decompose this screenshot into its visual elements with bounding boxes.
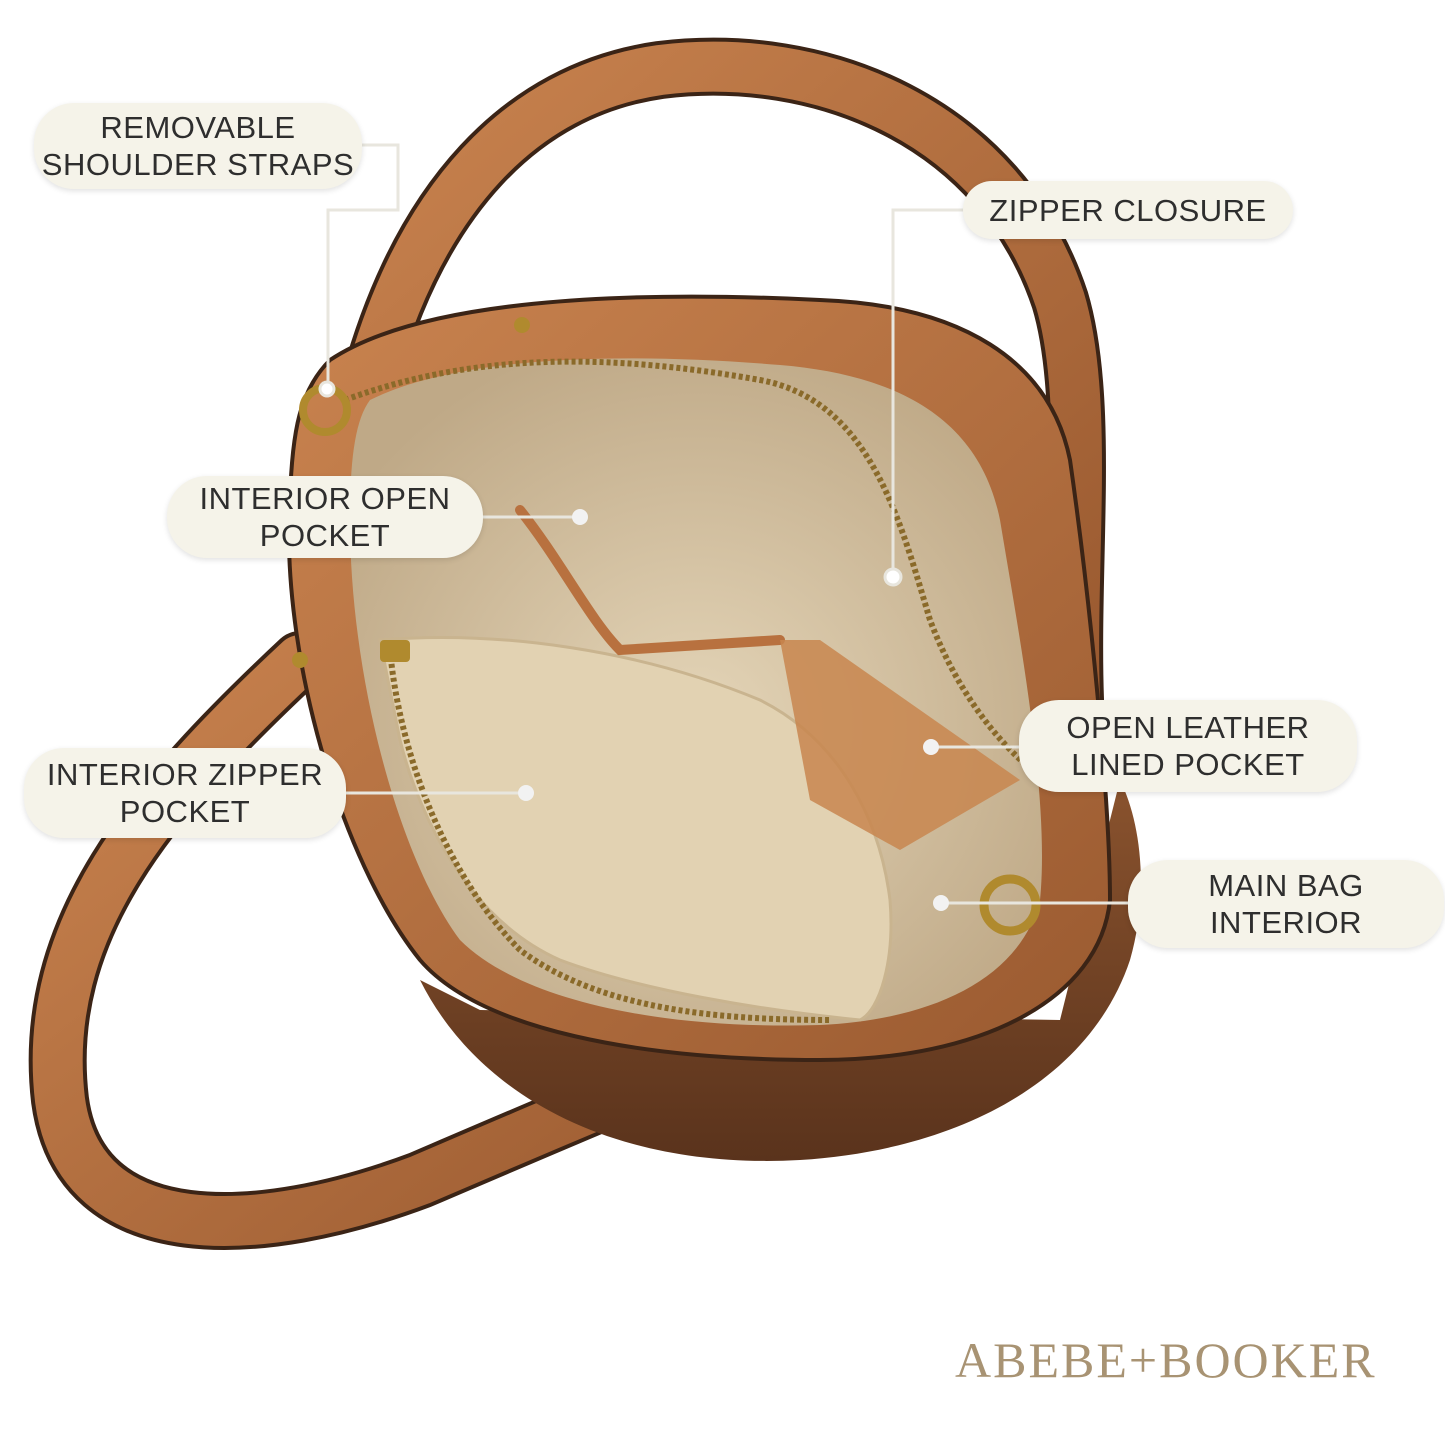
callout-line: LINED POCKET (1071, 747, 1305, 782)
callout-line: ZIPPER CLOSURE (989, 192, 1267, 228)
callout-main-bag-interior: MAIN BAG INTERIOR (1128, 860, 1444, 948)
rivet-side (292, 652, 308, 668)
callout-line: INTERIOR ZIPPER (46, 757, 324, 792)
callout-line: SHOULDER STRAPS (41, 147, 355, 182)
callout-zipper-closure: ZIPPER CLOSURE (963, 181, 1293, 239)
rivet-top (514, 317, 530, 333)
callout-line: MAIN BAG (1208, 868, 1364, 903)
strap-ring-right (979, 874, 1041, 936)
zipper-track-pocket (387, 649, 831, 1023)
bag-body-exterior (420, 780, 1141, 1161)
callout-interior-zipper-pocket: INTERIOR ZIPPER POCKET (24, 748, 346, 838)
callout-removable-shoulder-straps: REMOVABLE SHOULDER STRAPS (34, 103, 362, 189)
callout-open-leather-lined-pocket: OPEN LEATHER LINED POCKET (1019, 700, 1357, 792)
zipper-pull (380, 640, 410, 662)
zipper-track-main (343, 358, 1062, 793)
callout-line: OPEN LEATHER (1066, 710, 1310, 745)
callout-line: REMOVABLE (100, 110, 296, 145)
callout-line: POCKET (119, 794, 251, 829)
callout-line: POCKET (259, 518, 391, 553)
brand-logo: ABEBE+BOOKER (955, 1332, 1377, 1388)
leather-lined-pocket (780, 640, 1020, 850)
open-pocket-trim (515, 505, 785, 656)
callout-interior-open-pocket: INTERIOR OPEN POCKET (167, 476, 483, 558)
zipper-pocket-panel (378, 636, 893, 1022)
callout-line: INTERIOR (1209, 905, 1363, 940)
callout-line: INTERIOR OPEN (199, 481, 451, 516)
